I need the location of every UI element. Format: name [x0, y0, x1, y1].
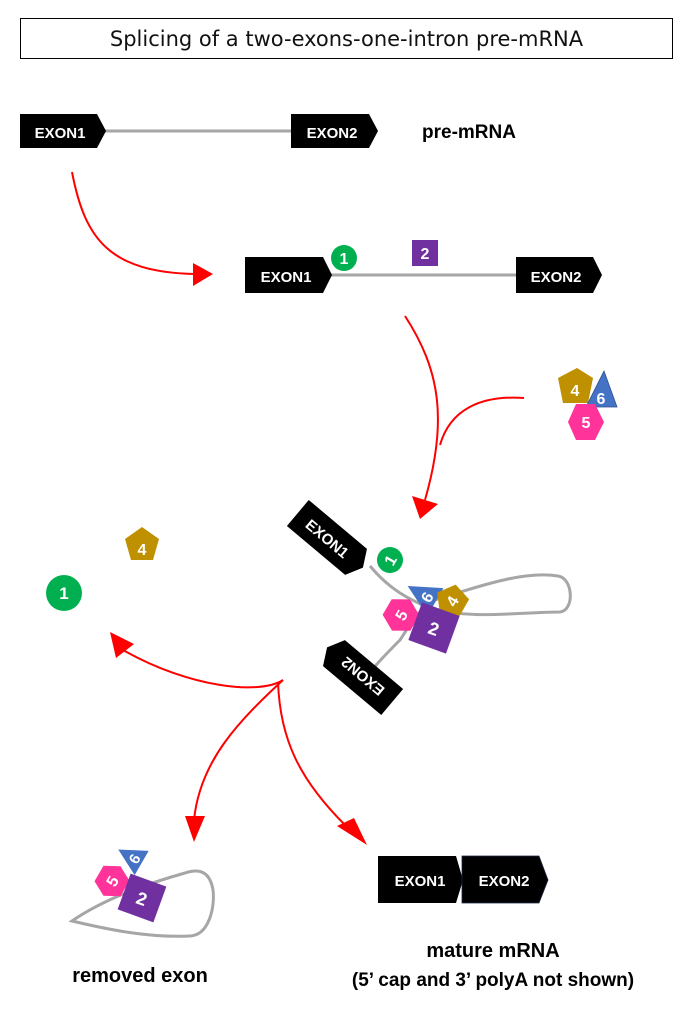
factor-6-triangle	[407, 586, 444, 616]
arrow-step1-head	[193, 263, 213, 286]
arrow-step1	[71, 171, 213, 286]
removed-intron: 6 5 2 removed exon	[68, 849, 215, 987]
arrow-mature-curve	[277, 681, 346, 826]
arrow-release-factors	[110, 632, 284, 689]
exon2-shape	[323, 640, 404, 716]
exon1-label: EXON1	[261, 269, 312, 286]
factor-5-hexagon	[94, 865, 130, 897]
exon1-shape	[245, 257, 332, 293]
exon1-label: EXON1	[35, 125, 86, 142]
mature-mrna: EXON1 EXON2 mature mRNA (5’ cap and 3’ p…	[352, 855, 634, 991]
pre-mrna-label: pre-mRNA	[422, 122, 516, 143]
exon2-block: EXON2	[461, 855, 549, 904]
arrow-to-mature-mrna	[277, 681, 367, 845]
exon1-shape	[20, 114, 106, 148]
factor-2: 2	[412, 240, 438, 266]
incoming-factors: 4 6 5	[558, 368, 618, 440]
pre-mrna-stage2: EXON1 EXON2 1 2	[245, 240, 602, 293]
factor-4: 4	[437, 584, 470, 617]
factor-5-hexagon	[382, 599, 420, 631]
arrow-step1-curve	[71, 171, 196, 275]
exon1-shape	[286, 499, 367, 575]
arrow-step2	[404, 315, 525, 519]
exon1-block: EXON1	[245, 257, 332, 293]
diagram-title-text: Splicing of a two-exons-one-intron pre-m…	[109, 26, 584, 51]
arrow-step2-curve-branch	[439, 396, 525, 446]
mature-mrna-label: mature mRNA	[426, 940, 559, 962]
factor-2-square	[117, 873, 167, 923]
exon1-block: EXON1	[378, 856, 463, 903]
factor-1-circle	[46, 575, 82, 611]
exon1-rotated: EXON1	[286, 499, 367, 575]
factor-1: 1	[331, 245, 357, 271]
pre-mrna-stage1: EXON1 EXON2 pre-mRNA	[20, 114, 516, 148]
exon2-rotated: EXON2	[323, 640, 404, 716]
factor-5: 5	[94, 865, 130, 897]
factor-6-triangle	[585, 369, 618, 408]
factor-4-pentagon	[437, 584, 470, 617]
factor-5: 5	[382, 599, 420, 631]
factor-1: 1	[46, 575, 82, 611]
mature-mrna-note: (5’ cap and 3’ polyA not shown)	[352, 970, 634, 991]
factor-4-pentagon	[558, 368, 593, 403]
arrow-removed-head	[185, 816, 205, 842]
factor-4-label: 4	[138, 542, 147, 559]
exon1-shape	[378, 856, 463, 903]
factor-6: 6	[118, 849, 149, 876]
factor-4-pentagon	[125, 527, 159, 560]
factor-2: 2	[408, 602, 460, 654]
diagram-title: Splicing of a two-exons-one-intron pre-m…	[20, 18, 673, 59]
factor-5: 5	[568, 404, 604, 440]
arrow-to-removed-intron	[185, 679, 284, 842]
factor-1-label: 1	[340, 251, 349, 268]
factor-1: 1	[377, 547, 403, 573]
arrow-removed-curve	[193, 679, 284, 821]
factor-1-circle	[377, 547, 403, 573]
removed-exon-label: removed exon	[72, 965, 208, 987]
arrow-mature-head	[337, 818, 367, 845]
exon2-label: EXON2	[531, 269, 582, 286]
exon2-shape	[461, 855, 549, 904]
exon1-block: EXON1	[20, 114, 106, 148]
factor-5-hexagon	[568, 404, 604, 440]
factor-6-label: 6	[597, 391, 606, 408]
factor-6: 6	[585, 369, 618, 408]
factor-1-circle	[331, 245, 357, 271]
factor-5-label: 5	[582, 415, 591, 432]
factor-4-label: 4	[571, 383, 580, 400]
arrow-step2-curve-main	[404, 315, 439, 501]
exon2-block: EXON2	[516, 257, 602, 293]
exon2-block: EXON2	[291, 114, 378, 148]
arrow-release-curve	[122, 649, 284, 689]
exon2-shape	[291, 114, 378, 148]
factor-1-label: 1	[59, 584, 68, 603]
arrow-release-head	[110, 632, 134, 658]
exon1-label: EXON1	[395, 873, 446, 890]
factor-4: 4	[125, 527, 159, 560]
exon2-shape	[516, 257, 602, 293]
factor-6: 6	[407, 586, 444, 616]
released-factors: 4 1	[46, 527, 159, 611]
arrow-step2-head	[412, 496, 438, 519]
factor-2-square	[408, 602, 460, 654]
exon2-label: EXON2	[307, 125, 358, 142]
factor-2: 2	[117, 873, 167, 923]
factor-4: 4	[558, 368, 593, 403]
factor-6-triangle	[118, 849, 149, 876]
spliceosome-complex: EXON1 EXON2 1 6 4 5 2	[286, 499, 572, 716]
exon2-label: EXON2	[479, 873, 530, 890]
factor-2-square	[412, 240, 438, 266]
factor-2-label: 2	[421, 246, 430, 263]
